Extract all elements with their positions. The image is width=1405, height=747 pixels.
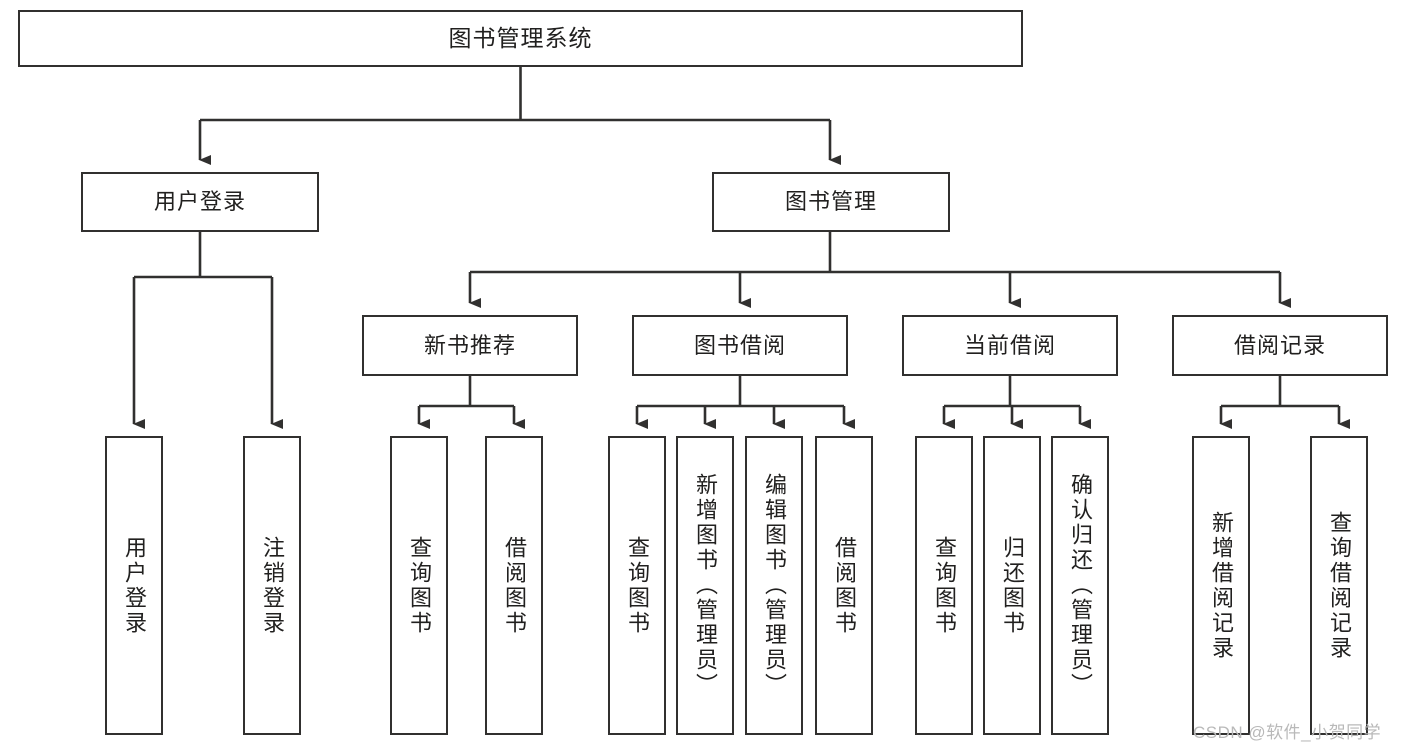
node-borrow-record[interactable]: 借阅记录 (1172, 315, 1388, 376)
node-label: 编辑图书（管理员） (761, 473, 787, 698)
node-leaf-logout[interactable]: 注销登录 (243, 436, 301, 735)
node-label: 新书推荐 (423, 332, 516, 358)
node-label: 归还图书 (999, 535, 1025, 636)
node-book-management[interactable]: 图书管理 (712, 172, 950, 232)
node-current-borrow[interactable]: 当前借阅 (902, 315, 1118, 376)
node-leaf-add-borrow-record[interactable]: 新增借阅记录 (1192, 436, 1250, 735)
node-label: 图书借阅 (693, 332, 786, 358)
node-leaf-borrow-book[interactable]: 借阅图书 (815, 436, 873, 735)
node-label: 当前借阅 (963, 332, 1056, 358)
node-leaf-query-book-recommend[interactable]: 查询图书 (390, 436, 448, 735)
node-leaf-edit-book-admin[interactable]: 编辑图书（管理员） (745, 436, 803, 735)
node-label: 确认归还（管理员） (1067, 473, 1093, 698)
node-label: 注销登录 (259, 535, 285, 636)
node-leaf-confirm-return-admin[interactable]: 确认归还（管理员） (1051, 436, 1109, 735)
node-leaf-query-book-current[interactable]: 查询图书 (915, 436, 973, 735)
node-leaf-query-book-borrow[interactable]: 查询图书 (608, 436, 666, 735)
node-label: 用户登录 (153, 189, 246, 215)
node-label: 借阅图书 (831, 535, 857, 636)
node-user-login[interactable]: 用户登录 (81, 172, 319, 232)
node-label: 查询图书 (406, 535, 432, 636)
node-leaf-add-book-admin[interactable]: 新增图书（管理员） (676, 436, 734, 735)
node-label: 借阅图书 (501, 535, 527, 636)
node-leaf-user-login[interactable]: 用户登录 (105, 436, 163, 735)
node-label: 查询借阅记录 (1326, 510, 1352, 661)
node-leaf-return-book[interactable]: 归还图书 (983, 436, 1041, 735)
node-label: 新增借阅记录 (1208, 510, 1234, 661)
node-label: 查询图书 (624, 535, 650, 636)
node-label: 图书管理 (784, 189, 877, 215)
node-label: 查询图书 (931, 535, 957, 636)
node-label: 借阅记录 (1233, 332, 1326, 358)
node-leaf-borrow-book-recommend[interactable]: 借阅图书 (485, 436, 543, 735)
node-leaf-query-borrow-record[interactable]: 查询借阅记录 (1310, 436, 1368, 735)
node-root-book-management-system[interactable]: 图书管理系统 (18, 10, 1023, 67)
node-label: 新增图书（管理员） (692, 473, 718, 698)
node-new-book-recommend[interactable]: 新书推荐 (362, 315, 578, 376)
csdn-watermark: CSDN @软件_小贺同学 (1193, 723, 1382, 742)
node-label: 图书管理系统 (448, 24, 593, 51)
node-book-borrow[interactable]: 图书借阅 (632, 315, 848, 376)
node-label: 用户登录 (121, 535, 147, 636)
